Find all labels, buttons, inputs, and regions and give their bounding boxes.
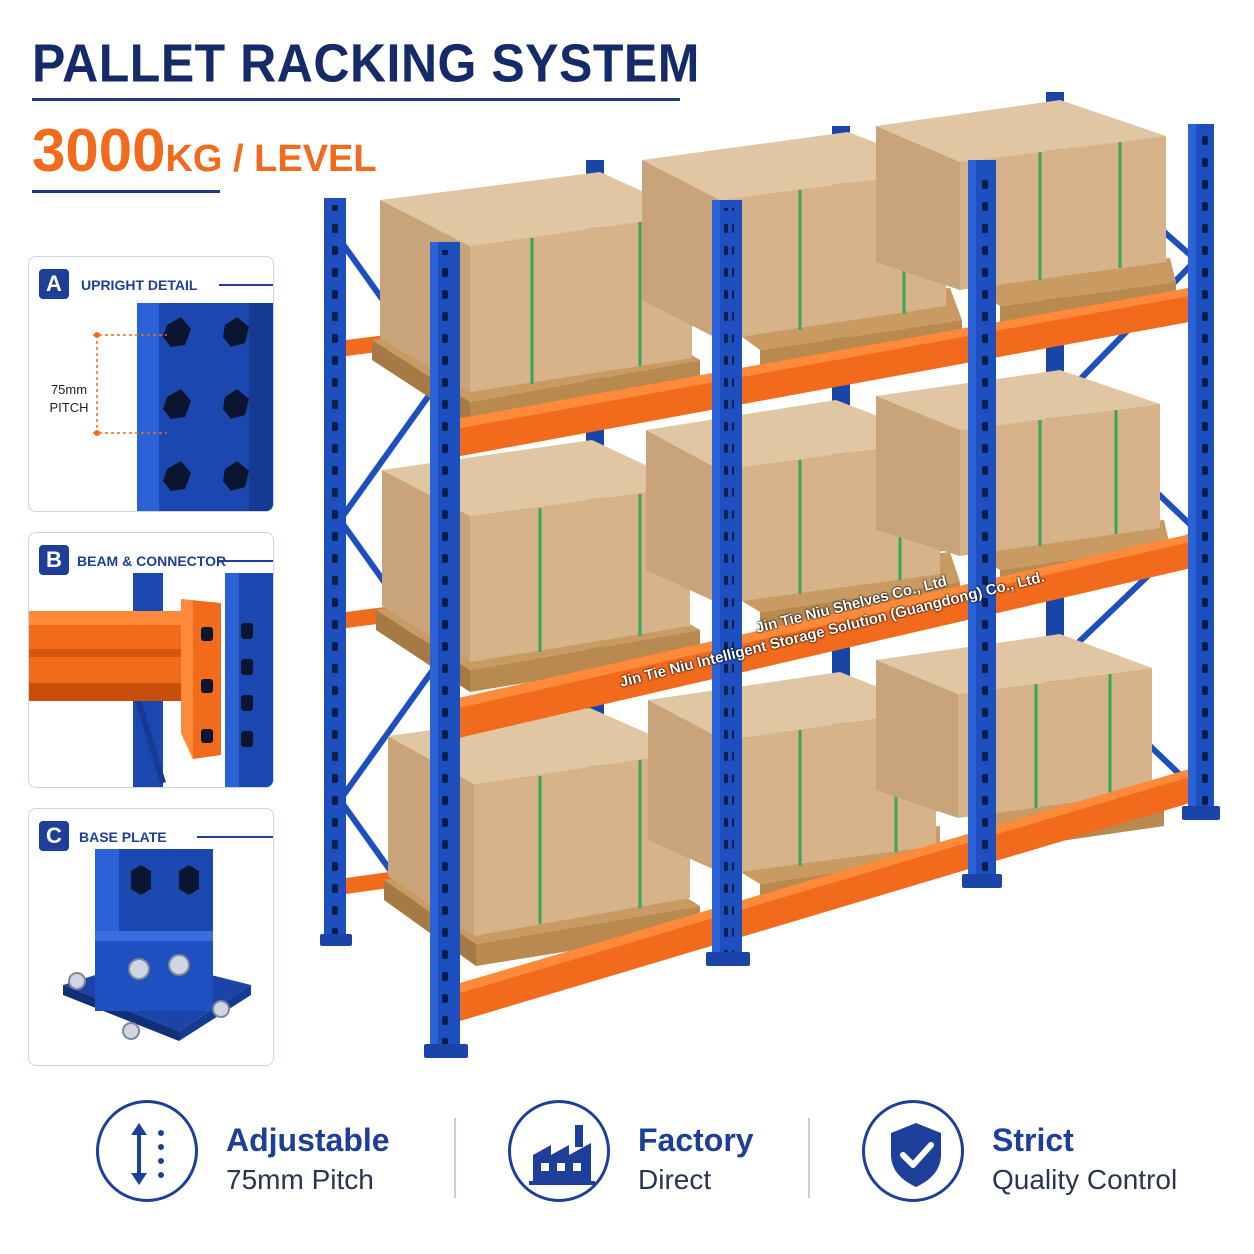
- base-plate-image: [63, 849, 251, 1041]
- upright-detail-image: [93, 303, 273, 511]
- feature-divider: [454, 1118, 456, 1198]
- beam-connector-label: BEAM & CONNECTOR: [77, 553, 227, 569]
- feature-title: Factory: [638, 1122, 754, 1158]
- badge-c: C: [39, 821, 69, 851]
- load-unit: KG / LEVEL: [165, 138, 377, 180]
- page-title: PALLET RACKING SYSTEM: [32, 33, 700, 94]
- detail-card-base: C BASE PLATE: [28, 808, 274, 1066]
- feature-title: Adjustable: [226, 1122, 390, 1158]
- base-plates: [320, 806, 1220, 1058]
- feature-quality: Strict Quality Control: [862, 1100, 1182, 1210]
- feature-adjustable: Adjustable 75mm Pitch: [96, 1100, 416, 1210]
- factory-icon: [529, 1125, 595, 1185]
- base-plate-label: BASE PLATE: [79, 829, 167, 845]
- upright-detail-label: UPRIGHT DETAIL: [81, 277, 198, 293]
- pitch-value: 75mm: [50, 382, 88, 397]
- pitch-annotation: 75mm PITCH: [39, 381, 99, 417]
- adjustable-arrows-icon: [131, 1123, 164, 1185]
- title-underline: [32, 98, 680, 101]
- badge-b: B: [39, 545, 69, 575]
- load-value: 3000: [32, 117, 166, 184]
- pitch-word: PITCH: [49, 400, 89, 415]
- feature-icon-circle: [508, 1100, 610, 1202]
- front-uprights: [430, 124, 1214, 1052]
- load-underline: [32, 190, 220, 193]
- beam-connector-image: [29, 573, 273, 787]
- feature-factory: Factory Direct: [508, 1100, 768, 1210]
- label-rule: [219, 284, 273, 286]
- feature-subtitle: Quality Control: [992, 1164, 1178, 1195]
- detail-card-beam: B BEAM & CONNECTOR: [28, 532, 274, 788]
- feature-title: Strict: [992, 1122, 1074, 1158]
- pallet-rack-illustration: [320, 92, 1220, 1058]
- label-rule: [197, 836, 273, 838]
- badge-a: A: [39, 269, 69, 299]
- load-capacity: 3000KG / LEVEL: [32, 116, 377, 185]
- feature-subtitle: Direct: [638, 1164, 712, 1195]
- feature-icon-circle: [96, 1100, 198, 1202]
- feature-divider: [808, 1118, 810, 1198]
- shield-check-icon: [891, 1123, 941, 1187]
- label-rule: [219, 560, 273, 562]
- front-beams: [450, 286, 1200, 1024]
- feature-icon-circle: [862, 1100, 964, 1202]
- feature-subtitle: 75mm Pitch: [226, 1164, 374, 1195]
- detail-card-upright: A UPRIGHT DETAIL 75mm PITCH: [28, 256, 274, 512]
